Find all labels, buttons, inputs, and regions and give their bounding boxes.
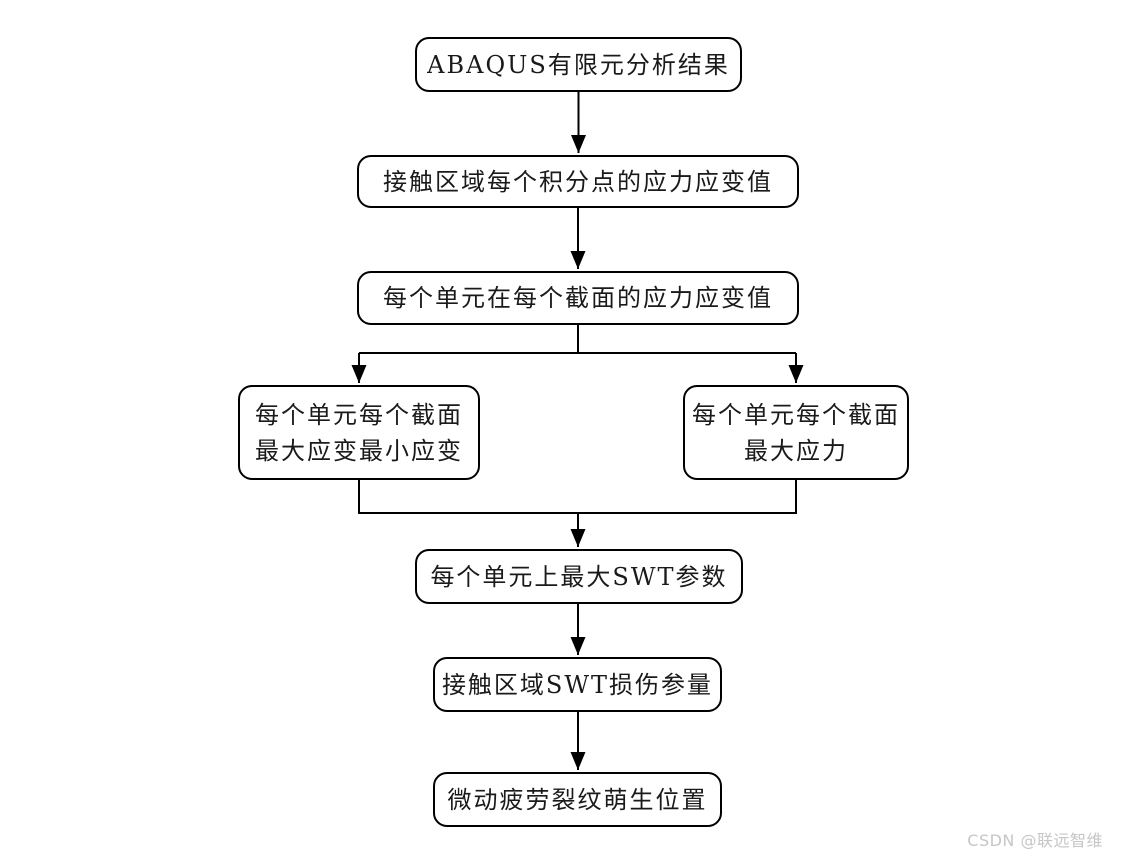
flow-node-abaqus-results: ABAQUS有限元分析结果 xyxy=(415,37,742,92)
csdn-watermark: CSDN @联远智维 xyxy=(967,831,1103,850)
flow-node-swt-damage-parameter: 接触区域SWT损伤参量 xyxy=(433,657,722,712)
flow-node-crack-initiation-location: 微动疲劳裂纹萌生位置 xyxy=(433,772,722,827)
flow-node-max-swt-parameter: 每个单元上最大SWT参数 xyxy=(415,549,743,604)
flow-node-integration-point-values: 接触区域每个积分点的应力应变值 xyxy=(357,155,799,208)
merge-connector xyxy=(358,480,797,514)
flow-node-max-stress: 每个单元每个截面 最大应力 xyxy=(683,385,909,480)
flow-node-max-min-strain: 每个单元每个截面 最大应变最小应变 xyxy=(238,385,480,480)
flow-node-section-values: 每个单元在每个截面的应力应变值 xyxy=(357,271,799,325)
